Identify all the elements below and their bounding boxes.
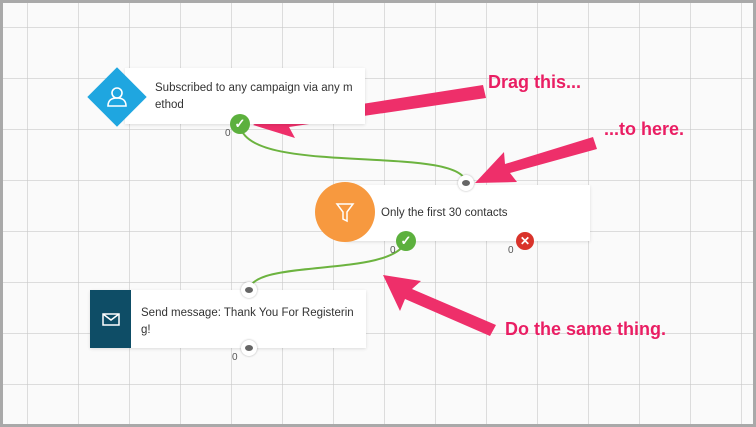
annotation-here: ...to here. [604, 119, 685, 139]
filter-no-output[interactable]: ✕ [516, 232, 534, 250]
filter-node[interactable]: Only the first 30 contacts [345, 185, 590, 241]
filter-icon-circle [315, 182, 375, 242]
arrow-drag [253, 85, 486, 138]
message-count: 0 [232, 352, 238, 363]
filter-input-handle[interactable] [458, 175, 474, 191]
filter-yes-count: 0 [390, 245, 396, 256]
envelope-icon [102, 313, 120, 326]
arrow-here [475, 137, 597, 183]
connection-filter-message [248, 240, 407, 291]
annotation-drag: Drag this... [488, 72, 582, 92]
message-input-handle[interactable] [241, 282, 257, 298]
filter-yes-output[interactable]: ✓ [396, 231, 416, 251]
connection-trigger-filter [239, 123, 467, 184]
message-output-handle[interactable] [241, 340, 257, 356]
filter-no-count: 0 [508, 245, 514, 256]
filter-label: Only the first 30 contacts [381, 207, 508, 219]
connections [239, 85, 597, 336]
trigger-count: 0 [225, 128, 231, 139]
trigger-success-output[interactable]: ✓ [230, 114, 250, 134]
annotation-same: Do the same thing. [505, 319, 667, 339]
arrow-same [383, 275, 496, 336]
